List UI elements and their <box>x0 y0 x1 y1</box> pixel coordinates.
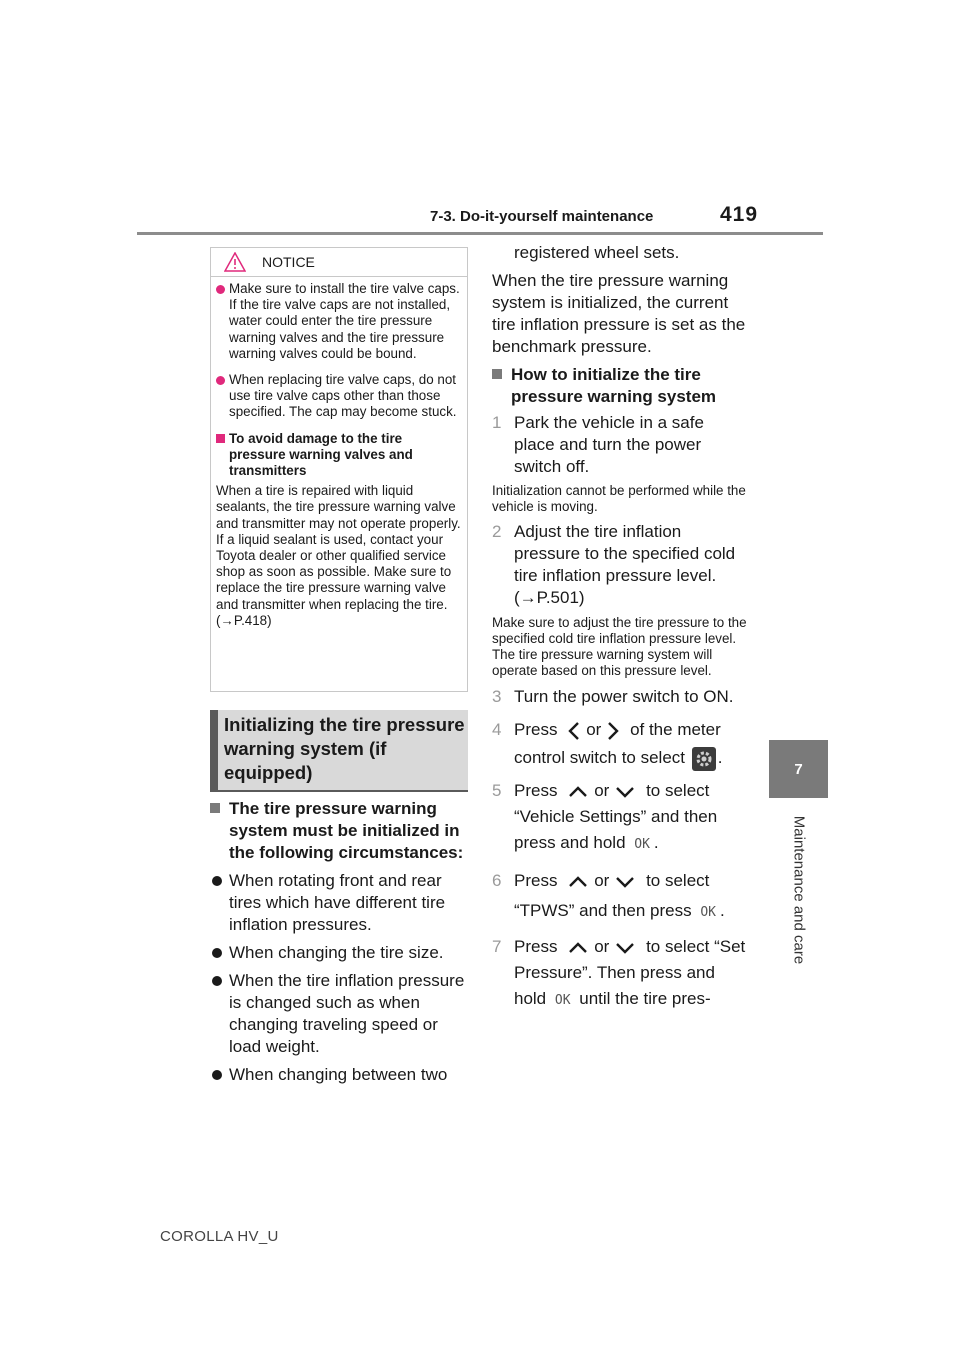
note: Initialization cannot be performed while… <box>492 483 746 514</box>
list-item: When rotating front and rear tires which… <box>210 870 468 936</box>
notice-bullet: Make sure to install the tire valve caps… <box>216 281 461 362</box>
paragraph: When the tire pressure warning system is… <box>492 271 746 356</box>
step-3: 3 Turn the power switch to ON. <box>492 687 734 706</box>
subheading: How to initialize the tire pressure warn… <box>492 364 747 408</box>
arrow-icon: → <box>220 612 234 628</box>
subheading: The tire pressure warning system must be… <box>210 798 468 864</box>
notice-title: NOTICE <box>262 254 315 270</box>
ok-button-icon: OK <box>700 905 717 920</box>
notice-header: NOTICE <box>211 248 467 277</box>
list-item: When the tire inflation pressure is chan… <box>210 970 468 1058</box>
ok-button-icon: OK <box>554 993 571 1008</box>
warning-triangle-icon <box>224 252 246 272</box>
notice-bullet: When replacing tire valve caps, do not u… <box>216 372 461 421</box>
page-number: 419 <box>720 203 759 226</box>
notice-subheading: To avoid damage to the tire pressure war… <box>216 431 461 480</box>
list-item: When changing between two <box>210 1064 468 1086</box>
step-4: 4 Press or of the meter control switch t… <box>492 716 747 772</box>
section-title: 7-3. Do-it-yourself maintenance <box>430 208 654 225</box>
chevron-right-icon <box>608 721 620 740</box>
chevron-down-icon <box>616 786 635 798</box>
notice-box: NOTICE Make sure to install the tire val… <box>210 247 468 692</box>
step-1: 1 Park the vehicle in a safe place and t… <box>492 413 704 476</box>
continuation-text: registered wheel sets. <box>514 243 680 262</box>
chevron-down-icon <box>616 876 635 888</box>
heading-underline <box>210 790 468 792</box>
note: Make sure to adjust the tire pressure to… <box>492 615 747 678</box>
notice-text: When a tire is repaired with liquid seal… <box>216 483 461 628</box>
chapter-tab-number: 7 <box>769 740 828 798</box>
right-column: registered wheel sets. When the tire pre… <box>492 242 747 1014</box>
footer-model: COROLLA HV_U <box>160 1228 279 1245</box>
chevron-up-icon <box>569 875 588 887</box>
chevron-left-icon <box>568 721 580 740</box>
ok-button-icon: OK <box>634 837 650 852</box>
settings-gear-icon <box>691 746 716 771</box>
section-heading: Initializing the tire pressure warning s… <box>210 710 468 790</box>
step-6: 6 Press or to select “TPWS” and then pre… <box>492 866 747 928</box>
chevron-up-icon <box>569 941 588 953</box>
left-column: The tire pressure warning system must be… <box>210 798 468 1086</box>
arrow-icon: → <box>519 588 537 607</box>
list-item: When changing the tire size. <box>210 942 468 964</box>
step-5: 5 Press or to select “Vehicle Settings” … <box>492 778 747 858</box>
chevron-down-icon <box>616 942 635 954</box>
step-2: 2 Adjust the tire inflation pressure to … <box>492 522 736 607</box>
chevron-up-icon <box>569 785 588 797</box>
header-divider <box>137 232 823 235</box>
step-7: 7 Press or to select “Set Pressure”. The… <box>492 934 747 1014</box>
chapter-tab-label: Maintenance and care <box>790 815 807 965</box>
